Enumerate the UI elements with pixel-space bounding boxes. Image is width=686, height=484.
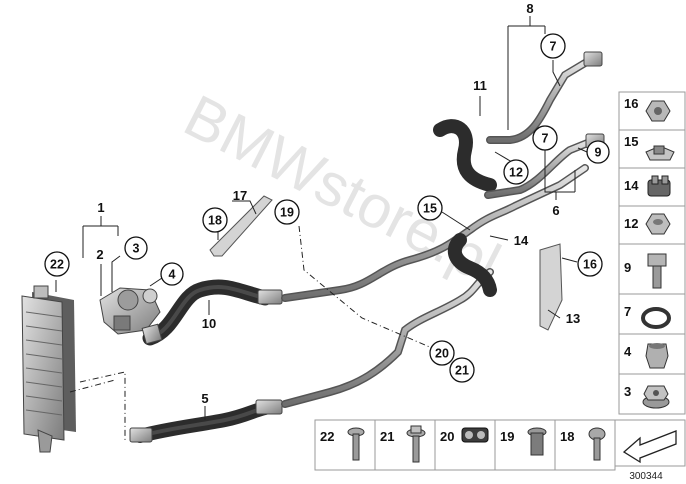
callout-3-circle: 3 [124, 236, 148, 260]
legend-item-19: 19 [494, 419, 556, 471]
callout-15-circle: 15 [417, 195, 443, 221]
flange-screw-icon [406, 425, 426, 463]
callout-22: 22 [50, 258, 64, 272]
legend-number: 12 [624, 216, 638, 231]
callout-15: 15 [423, 202, 437, 216]
legend-number: 19 [500, 429, 514, 444]
legend-number: 14 [624, 178, 639, 193]
legend-item-16: 16 [618, 91, 686, 131]
o-ring-icon [641, 307, 671, 329]
callout-21: 21 [455, 364, 469, 378]
torx-screw-icon [347, 427, 365, 461]
legend-item-18: 18 [554, 419, 616, 471]
legend-item-15: 15 [618, 129, 686, 169]
hose-5-drawing [129, 399, 283, 443]
pipe-clip-icon [461, 427, 489, 443]
legend-item-12: 12 [618, 205, 686, 245]
expanding-rivet-icon [527, 427, 547, 456]
legend-right: 16 15 14 12 [618, 91, 686, 415]
arrow-icon [622, 430, 677, 464]
legend-item-21: 21 [374, 419, 436, 471]
legend-number: 22 [320, 429, 334, 444]
legend-item-7: 7 [618, 293, 686, 335]
thermostat-drawing [99, 287, 161, 335]
callout-18-circle: 18 [202, 207, 228, 233]
spring-clip-icon [645, 145, 675, 161]
callouts: 1 2 3 4 22 10 5 17 18 19 20 [44, 1, 610, 406]
legend-item-4: 4 [618, 333, 686, 375]
legend-item-22: 22 [314, 419, 376, 471]
legend-number: 9 [624, 260, 631, 275]
callout-2: 2 [96, 247, 103, 262]
oil-cooler-drawing [21, 285, 76, 453]
legend-number: 21 [380, 429, 394, 444]
callout-7b: 7 [542, 132, 549, 146]
callout-11: 11 [473, 78, 487, 93]
legend-item-20: 20 [434, 419, 496, 471]
callout-8: 8 [526, 1, 533, 16]
hose-clamp-icon [647, 175, 671, 197]
legend-bottom: 22 21 20 [314, 419, 686, 471]
callout-14: 14 [514, 233, 529, 248]
callout-18: 18 [208, 214, 222, 228]
callout-7a-circle: 7 [540, 33, 566, 59]
legend-item-9: 9 [618, 243, 686, 295]
sleeve-nut-icon [645, 343, 669, 369]
callout-4: 4 [169, 268, 176, 282]
hose-10-drawing [141, 279, 283, 346]
callout-20: 20 [435, 347, 449, 361]
legend-number: 20 [440, 429, 454, 444]
callout-10: 10 [202, 316, 216, 331]
fillister-screw-icon [588, 427, 606, 461]
legend-number: 4 [624, 344, 632, 359]
callout-12-circle: 12 [503, 159, 529, 185]
callout-6: 6 [552, 203, 559, 218]
callout-7b-circle: 7 [532, 125, 558, 151]
legend-number: 7 [624, 304, 631, 319]
callout-9-circle: 9 [586, 140, 610, 164]
callout-13: 13 [566, 311, 580, 326]
flange-nut-icon [642, 385, 670, 409]
callout-1: 1 [97, 200, 104, 215]
callout-12: 12 [509, 166, 523, 180]
hex-bolt-icon [647, 253, 667, 289]
callout-21-circle: 21 [449, 357, 475, 383]
callout-16-circle: 16 [577, 251, 603, 277]
legend-item-arrow [614, 419, 686, 467]
callout-19: 19 [280, 206, 294, 220]
callout-22-circle: 22 [44, 251, 70, 277]
legend-item-3: 3 [618, 373, 686, 415]
leader-lines [55, 16, 588, 440]
legend-number: 3 [624, 384, 631, 399]
callout-5: 5 [201, 391, 208, 406]
callout-19-circle: 19 [274, 199, 300, 225]
doc-id: 300344 [629, 471, 663, 482]
callout-7a: 7 [550, 40, 557, 54]
legend-item-14: 14 [618, 167, 686, 207]
oil-lines-drawing [281, 51, 605, 408]
collar-nut-icon [645, 213, 671, 235]
hex-nut-icon [645, 100, 671, 122]
legend-number: 15 [624, 134, 638, 149]
bracket-17-drawing [209, 195, 273, 257]
callout-20-circle: 20 [429, 340, 455, 366]
callout-17: 17 [233, 188, 247, 203]
legend-number: 18 [560, 429, 574, 444]
callout-4-circle: 4 [160, 262, 184, 286]
callout-9: 9 [595, 146, 602, 160]
callout-16: 16 [583, 258, 597, 272]
callout-3: 3 [133, 242, 140, 256]
legend-number: 16 [624, 96, 638, 111]
